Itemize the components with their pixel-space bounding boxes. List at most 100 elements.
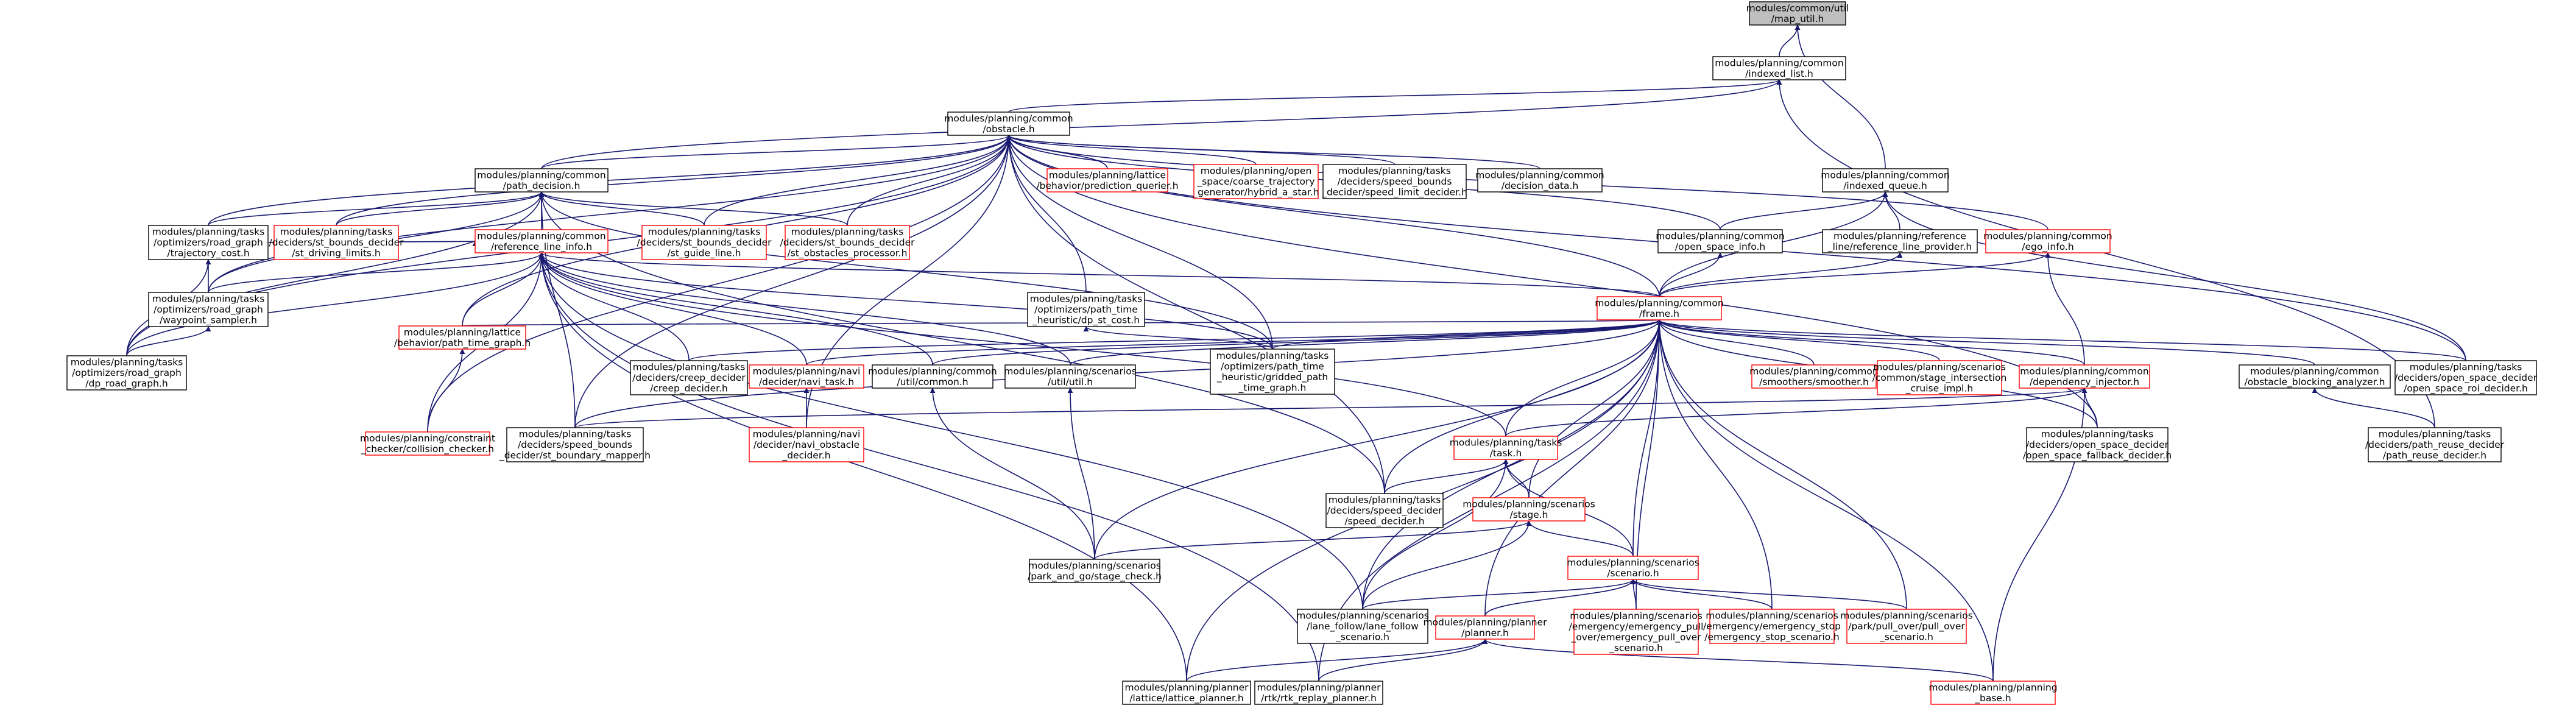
edge-frame-to-open_space_info bbox=[1659, 252, 1723, 297]
node-label-line: /planner.h bbox=[1461, 628, 1509, 638]
node-rtk-replay-planner[interactable]: modules/planning/planner/rtk/rtk_replay_… bbox=[1254, 681, 1383, 705]
node-speed-decider[interactable]: modules/planning/tasks/deciders/speed_de… bbox=[1325, 493, 1444, 528]
node-path-reuse-decider[interactable]: modules/planning/tasks/deciders/path_reu… bbox=[2365, 427, 2505, 462]
node-creep-decider[interactable]: modules/planning/tasks/deciders/creep_de… bbox=[630, 360, 748, 395]
edge bbox=[208, 191, 545, 226]
node-pull-over-scenario[interactable]: modules/planning/scenarios/park/pull_ove… bbox=[1840, 609, 1973, 644]
node-open-space-info[interactable]: modules/planning/common/open_space_info.… bbox=[1656, 229, 1785, 253]
node-decision-data[interactable]: modules/planning/common/decision_data.h bbox=[1475, 168, 1604, 193]
node-gridded-path-time-graph[interactable]: modules/planning/tasks/optimizers/path_t… bbox=[1210, 348, 1335, 395]
edge-pull_over_scenario-to-frame bbox=[1656, 319, 1907, 610]
node-st-driving-limits[interactable]: modules/planning/tasks/deciders/st_bound… bbox=[269, 225, 404, 260]
node-st-guide-line[interactable]: modules/planning/tasks/deciders/st_bound… bbox=[637, 225, 772, 260]
node-open-space-fallback-decider[interactable]: modules/planning/tasks/deciders/open_spa… bbox=[2023, 427, 2172, 462]
node-box bbox=[1573, 609, 1699, 655]
node-box bbox=[1657, 229, 1783, 253]
node-scenarios-util[interactable]: modules/planning/scenarios/util/util.h bbox=[1004, 364, 1137, 389]
edge-obstacle-to-indexed_list bbox=[1008, 79, 1782, 113]
edge-task-to-frame bbox=[1505, 319, 1662, 437]
edge-planning_base-to-frame bbox=[1656, 319, 1994, 682]
node-layer: modules/common/util/map_util.h modules/pl… bbox=[66, 1, 2538, 705]
node-park-and-go-check[interactable]: modules/planning/scenarios/park_and_go/s… bbox=[1028, 559, 1162, 583]
node-smoother[interactable]: modules/planning/common/smoothers/smooth… bbox=[1749, 364, 1879, 389]
edge bbox=[126, 326, 211, 356]
node-stage[interactable]: modules/planning/scenarios/stage.h bbox=[1463, 497, 1595, 522]
node-box bbox=[1477, 168, 1603, 193]
edge-navi_task-to-frame bbox=[806, 319, 1662, 366]
node-common-util[interactable]: modules/planning/common/util/common.h bbox=[868, 364, 997, 389]
node-hybrid-a-star[interactable]: modules/planning/open_space/coarse_traje… bbox=[1192, 164, 1319, 199]
edge-navi_task-to-reference_line_info bbox=[538, 252, 807, 366]
node-box bbox=[1325, 493, 1444, 528]
node-label-line: modules/planning/scenarios bbox=[1873, 362, 2006, 373]
node-label-line: _heuristic/gridded_path bbox=[1216, 372, 1328, 383]
node-cruise-impl[interactable]: modules/planning/scenarios/common/stage_… bbox=[1872, 360, 2007, 395]
node-collision-checker[interactable]: modules/planning/constraint_checker/coll… bbox=[360, 431, 495, 456]
node-waypoint-sampler[interactable]: modules/planning/tasks/optimizers/road_g… bbox=[148, 292, 269, 327]
node-obstacle-blocking-analyzer[interactable]: modules/planning/common/obstacle_blockin… bbox=[2239, 364, 2391, 389]
edge-common_util-to-frame bbox=[932, 319, 1662, 366]
node-label-line: /behavior/prediction_querier.h bbox=[1036, 180, 1178, 192]
node-lattice-planner[interactable]: modules/planning/planner/lattice/lattice… bbox=[1122, 681, 1251, 705]
node-path-time-graph[interactable]: modules/planning/lattice/behavior/path_t… bbox=[394, 325, 531, 350]
edge bbox=[806, 319, 1662, 366]
node-speed-limit-decider[interactable]: modules/planning/tasks/deciders/speed_bo… bbox=[1321, 164, 1467, 199]
node-frame[interactable]: modules/planning/common/frame.h bbox=[1595, 296, 1724, 320]
node-label-line: modules/planning/common bbox=[477, 230, 605, 241]
node-box bbox=[641, 225, 767, 260]
edge bbox=[538, 252, 933, 366]
node-st-boundary-mapper[interactable]: modules/planning/tasks/deciders/speed_bo… bbox=[499, 427, 651, 462]
edge bbox=[1094, 319, 1662, 560]
node-box bbox=[1712, 56, 1846, 80]
edge bbox=[1882, 191, 1900, 230]
edge-creep_decider-to-reference_line_info bbox=[538, 252, 690, 361]
node-indexed-queue[interactable]: modules/planning/common/indexed_queue.h bbox=[1821, 168, 1950, 193]
node-box bbox=[1435, 615, 1535, 640]
node-path-decision[interactable]: modules/planning/common/path_decision.h bbox=[475, 168, 609, 193]
node-map-util[interactable]: modules/common/util/map_util.h bbox=[1746, 1, 1849, 26]
node-label-line: /indexed_list.h bbox=[1745, 68, 1813, 80]
edge-path_time_graph-to-reference_line_info bbox=[462, 252, 545, 327]
edge-indexed_queue-to-map_util bbox=[1794, 24, 1886, 169]
edge-lattice_planner-to-planner bbox=[1186, 638, 1488, 682]
node-open-space-roi-decider[interactable]: modules/planning/tasks/deciders/open_spa… bbox=[2394, 360, 2538, 395]
node-emergency-stop[interactable]: modules/planning/scenarios/emergency/eme… bbox=[1703, 609, 1841, 644]
node-indexed-list[interactable]: modules/planning/common/indexed_list.h bbox=[1712, 56, 1846, 80]
edge-planning_base-to-planner bbox=[1482, 638, 1994, 682]
node-st-obstacles-processor[interactable]: modules/planning/tasks/deciders/st_bound… bbox=[780, 225, 916, 260]
edge bbox=[1656, 319, 2315, 366]
node-planner[interactable]: modules/planning/planner/planner.h bbox=[1423, 615, 1547, 640]
node-task[interactable]: modules/planning/tasks/task.h bbox=[1450, 436, 1562, 460]
edge-st_boundary_mapper-to-dependency_injector bbox=[574, 387, 2087, 428]
node-dp-st-cost[interactable]: modules/planning/tasks/optimizers/path_t… bbox=[1027, 292, 1145, 327]
edge bbox=[1008, 79, 1782, 113]
node-box bbox=[148, 225, 269, 260]
node-scenario[interactable]: modules/planning/scenarios/scenario.h bbox=[1567, 556, 1699, 580]
node-box bbox=[1453, 436, 1558, 460]
node-box bbox=[2019, 364, 2150, 389]
edge-gridded_path_time_graph-to-obstacle bbox=[1006, 135, 1273, 350]
edge bbox=[538, 252, 1273, 350]
node-planning-base[interactable]: modules/planning/planning_base.h bbox=[1928, 681, 2058, 705]
node-emergency-pull-over[interactable]: modules/planning/scenarios/emergency/eme… bbox=[1569, 609, 1704, 655]
node-ego-info[interactable]: modules/planning/common/ego_info.h bbox=[1983, 229, 2112, 253]
node-reference-line-provider[interactable]: modules/planning/reference_line/referenc… bbox=[1822, 229, 1978, 253]
node-dp-road-graph[interactable]: modules/planning/tasks/optimizers/road_g… bbox=[66, 355, 187, 391]
node-obstacle[interactable]: modules/planning/common/obstacle.h bbox=[944, 111, 1073, 136]
edge-collision_checker-to-obstacle bbox=[427, 135, 1012, 433]
edge bbox=[538, 252, 1506, 437]
edge bbox=[1632, 319, 1662, 557]
node-box bbox=[1029, 559, 1160, 583]
node-box bbox=[1822, 229, 1978, 253]
node-navi-obstacle-decider[interactable]: modules/planning/navi/decider/navi_obsta… bbox=[749, 427, 864, 462]
edge-lane_follow_scenario-to-scenario bbox=[1362, 579, 1636, 610]
edge-park_and_go_check-to-common_util bbox=[930, 387, 1095, 560]
node-trajectory-cost[interactable]: modules/planning/tasks/optimizers/road_g… bbox=[148, 225, 269, 260]
edge-task-to-reference_line_info bbox=[538, 252, 1506, 437]
node-reference-line-info[interactable]: modules/planning/common/reference_line_i… bbox=[475, 229, 609, 253]
edge bbox=[126, 252, 545, 356]
node-prediction-querier[interactable]: modules/planning/lattice/behavior/predic… bbox=[1036, 168, 1179, 193]
node-dependency-injector[interactable]: modules/planning/common/dependency_injec… bbox=[2019, 364, 2150, 389]
node-navi-task[interactable]: modules/planning/navi/decider/navi_task.… bbox=[749, 364, 864, 389]
node-lane-follow-scenario[interactable]: modules/planning/scenarios/lane_follow/l… bbox=[1296, 609, 1429, 644]
